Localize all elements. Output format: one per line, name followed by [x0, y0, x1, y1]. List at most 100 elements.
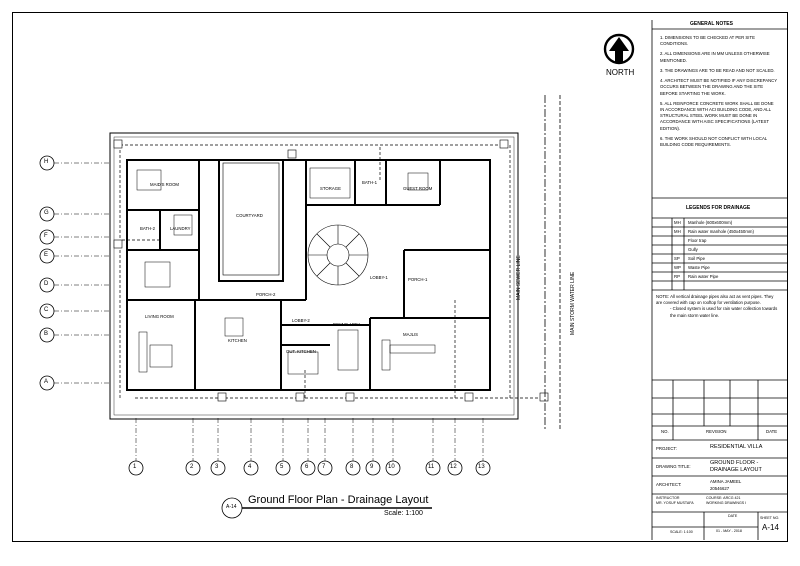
drawing-title-value-2: DRAINAGE LAYOUT — [710, 467, 762, 473]
grid-row-e: E — [44, 252, 49, 258]
room-courtyard: COURTYARD — [236, 213, 263, 218]
sheet-label: SHEET NO. — [760, 516, 780, 520]
legend-symbol-5: SP — [674, 256, 680, 261]
main-sewer-line-label: MAIN SEWER LINE — [516, 255, 522, 300]
main-storm-water-line-label: MAIN STORM WATER LINE — [570, 271, 576, 335]
legend-title: LEGENDS FOR DRAINAGE — [686, 205, 751, 211]
grid-col-lines — [135, 418, 484, 461]
instructor-label: INSTRUCTOR — [656, 496, 680, 500]
legend-text-5: Soil Pipe — [688, 256, 705, 261]
drawing-title-label: DRAWING TITLE: — [656, 464, 691, 469]
grid-row-g: G — [44, 210, 49, 216]
panel-grid — [651, 20, 788, 540]
general-note-2: 2. ALL DIMENSIONS ARE IN MM UNLESS OTHER… — [660, 51, 770, 63]
room-storage: STORAGE — [320, 186, 341, 191]
scale-label: SCALE: 1:100 — [670, 530, 693, 534]
course-value: WORKING DRAWINGS I — [706, 501, 747, 505]
drawing-title: Ground Floor Plan - Drainage Layout — [248, 494, 429, 506]
room-living-room: LIVING ROOM — [145, 314, 174, 319]
legend-symbol-2: MH — [674, 229, 681, 234]
date-label: DATE — [728, 514, 738, 518]
grid-col-3: 3 — [215, 464, 219, 470]
grid-col-7: 7 — [322, 464, 326, 470]
general-notes: 1. DIMENSIONS TO BE CHECKED AT PER SITE … — [660, 35, 778, 152]
revision-date-label: DATE — [766, 429, 778, 434]
grid-col-8: 8 — [350, 464, 354, 470]
general-note-1: 1. DIMENSIONS TO BE CHECKED AT PER SITE … — [660, 35, 755, 47]
legend-note-1: NOTE: All vertical drainage pipes also a… — [656, 294, 774, 306]
room-laundry: LAUNDRY — [170, 226, 191, 231]
sheet-tag-label: A-14 — [226, 504, 237, 510]
room-bath-1: BATH-1 — [362, 180, 377, 185]
room-majlis: MAJLIS — [403, 332, 419, 337]
spiral-stair-icon — [307, 224, 369, 286]
architect-id: 20546627 — [710, 486, 730, 491]
room-porch-1: PORCH-1 — [408, 277, 428, 282]
grid-row-a: A — [44, 379, 49, 385]
legend-note-2: - Closed system is used for rain water c… — [670, 306, 778, 318]
sheet-tag-icon — [221, 497, 432, 519]
general-notes-title: GENERAL NOTES — [690, 21, 733, 27]
grid-col-6: 6 — [305, 464, 309, 470]
legend-text-4: Gully — [688, 247, 698, 252]
grid-row-h: H — [44, 159, 49, 165]
grid-col-13: 13 — [478, 464, 485, 470]
room-bath-2: BATH-2 — [140, 226, 155, 231]
legend-text-3: Floor trap — [688, 238, 707, 243]
room-kitchen: KITCHEN — [228, 338, 247, 343]
drawing-scale: Scale: 1:100 — [384, 510, 423, 517]
room-lobby-1: LOBBY-1 — [370, 275, 388, 280]
legend-note: NOTE: All vertical drainage pipes also a… — [656, 294, 780, 319]
furniture — [136, 167, 436, 375]
grid-row-c: C — [44, 307, 49, 313]
manhole-icon — [113, 139, 549, 402]
general-note-5: 5. ALL REINFORCE CONCRETE WORK SHALL BE … — [660, 100, 774, 131]
main-lines — [544, 95, 561, 430]
revision-label: REVISION — [706, 429, 727, 434]
legend-text-2: Rain water manhole (450x450mm) — [688, 229, 754, 234]
grid-col-9: 9 — [370, 464, 374, 470]
room-guest-room: GUEST ROOM — [403, 186, 433, 191]
grid-col-5: 5 — [280, 464, 284, 470]
grid-col-4: 4 — [248, 464, 252, 470]
legend-text-1: Manhole (600x600mm) — [688, 220, 733, 225]
grid-row-b: B — [44, 331, 49, 337]
legend-text-6: Waste Pipe — [688, 265, 710, 270]
room-lobby-2: LOBBY-2 — [292, 318, 310, 323]
legend-symbol-6: WP — [674, 265, 681, 270]
grid-col-12: 12 — [450, 464, 457, 470]
project-label: PROJECT: — [656, 446, 677, 451]
grid-col-2: 2 — [190, 464, 194, 470]
drawing-title-value-1: GROUND FLOOR - — [710, 460, 759, 466]
sheet-border — [12, 12, 788, 542]
plot-boundary — [109, 132, 519, 420]
room-maids-room: MAID'S ROOM — [150, 182, 179, 187]
grid-row-bubbles — [39, 155, 55, 391]
instructor-value: MR. YOSUF MUSTAFA — [656, 501, 694, 505]
grid-col-11: 11 — [428, 464, 435, 470]
project-value: RESIDENTIAL VILLA — [710, 444, 763, 450]
date-value: 01 - MAY - 2018 — [716, 529, 742, 533]
room-out-kitchen: OUT. KITCHEN — [286, 349, 316, 354]
grid-row-f: F — [44, 233, 48, 239]
grid-col-bubbles — [128, 460, 491, 476]
general-note-4: 4. ARCHITECT MUST BE NOTIFIED IF ANY DIS… — [660, 78, 778, 96]
general-note-3: 3. THE DRAWINGS ARE TO BE READ AND NOT S… — [660, 67, 775, 73]
grid-col-10: 10 — [388, 464, 395, 470]
room-porch-2: PORCH-2 — [256, 292, 276, 297]
grid-col-1: 1 — [133, 464, 137, 470]
room-dining-area: DINING AREA — [333, 322, 361, 327]
grid-row-lines — [54, 162, 110, 384]
building-walls — [126, 159, 491, 391]
course-label: COURSE: ARCG 421 — [706, 496, 741, 500]
architect-label: ARCHITECT: — [656, 482, 682, 487]
general-note-6: 6. THE WORK SHOULD NOT CONFLICT WITH LOC… — [660, 135, 768, 148]
legend-symbol-1: MH — [674, 220, 681, 225]
drainage-lines — [119, 144, 548, 399]
legend-symbol-7: RP — [674, 274, 680, 279]
revision-no-label: NO. — [661, 429, 669, 434]
north-label: NORTH — [606, 68, 635, 77]
north-arrow-icon — [603, 33, 635, 65]
architect-name: AMINA JAMEEL — [710, 479, 742, 484]
